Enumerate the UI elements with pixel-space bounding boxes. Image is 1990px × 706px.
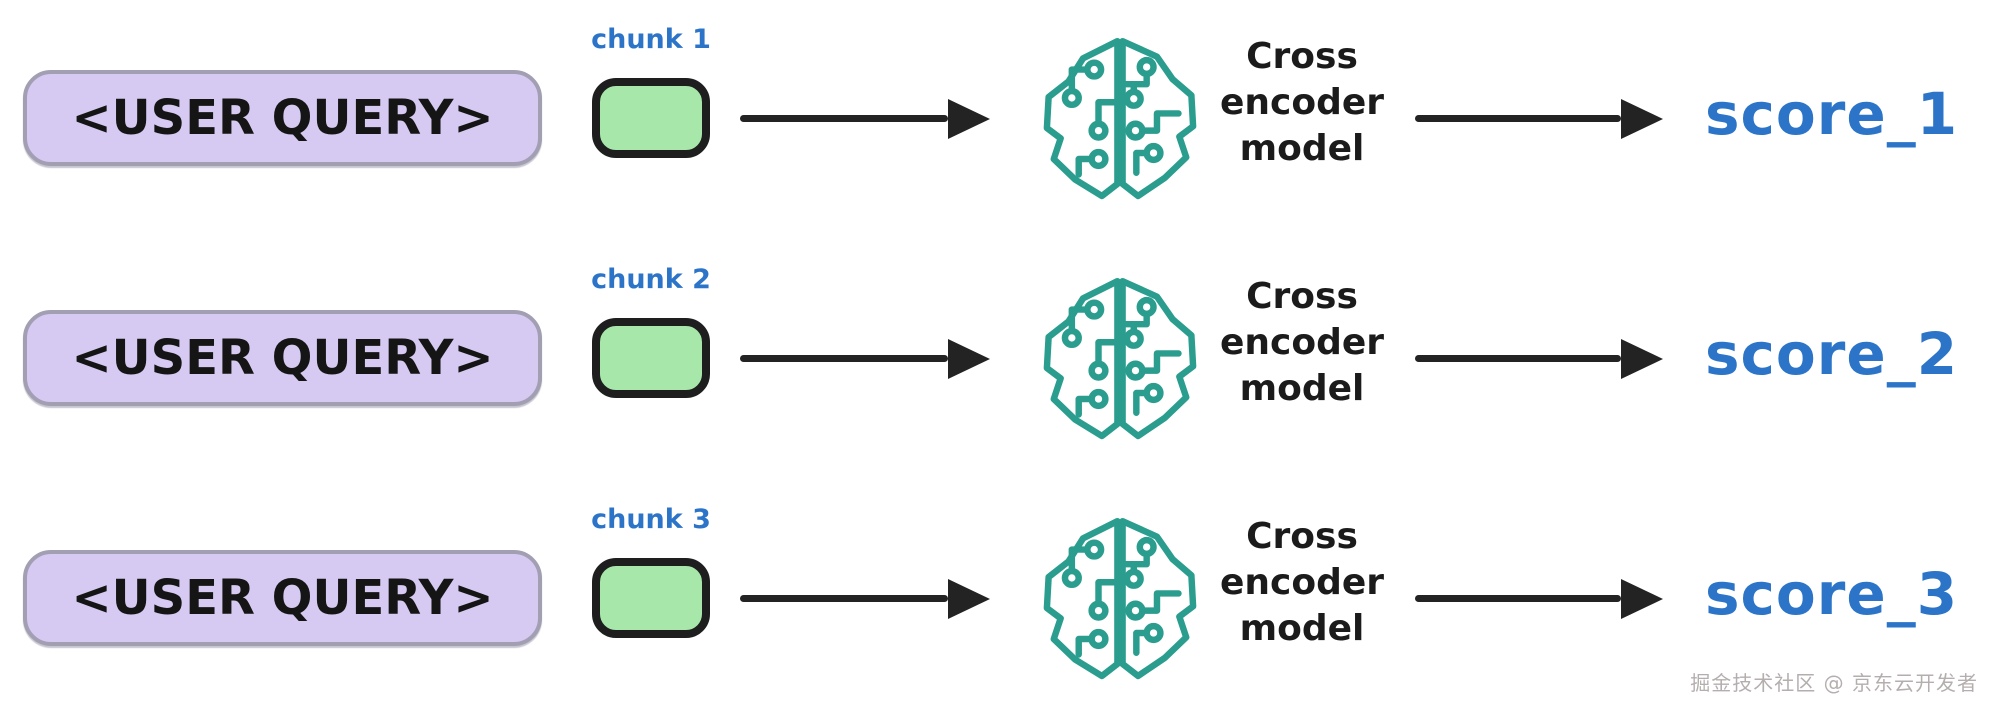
arrow-shaft [740,355,948,362]
arrow-shaft [1415,595,1621,602]
flow-arrow-icon [740,98,990,139]
chunk-box [592,558,710,638]
flow-arrow-icon [1415,578,1663,619]
model-label-line: model [1239,128,1365,169]
user-query-label: <USER QUERY> [71,90,494,146]
arrow-head-icon [948,578,990,619]
arrow-head-icon [1621,98,1663,139]
model-label-line: Cross [1246,516,1358,557]
arrow-head-icon [1621,578,1663,619]
chunk-box [592,318,710,398]
chunk-label: chunk 2 [591,264,711,295]
flow-arrow-icon [740,578,990,619]
arrow-shaft [740,595,948,602]
arrow-shaft [740,115,948,122]
cross-encoder-model-label: Cross encoder model [1172,34,1432,172]
model-label-line: model [1239,608,1365,649]
user-query-box: <USER QUERY> [23,310,542,406]
arrow-head-icon [948,98,990,139]
flow-arrow-icon [740,338,990,379]
chunk-box [592,78,710,158]
arrow-head-icon [1621,338,1663,379]
watermark-text: 掘金技术社区 @ 京东云开发者 [1690,671,1978,695]
model-label-line: Cross [1246,36,1358,77]
flow-arrow-icon [1415,98,1663,139]
flow-row-1: <USER QUERY> chunk 1 Cross encoder model… [0,0,1990,226]
model-label-line: Cross [1246,276,1358,317]
arrow-shaft [1415,355,1621,362]
user-query-label: <USER QUERY> [71,570,494,626]
flow-arrow-icon [1415,338,1663,379]
model-label-line: model [1239,368,1365,409]
flow-row-3: <USER QUERY> chunk 3 Cross encoder model… [0,480,1990,706]
model-label-line: encoder [1219,562,1385,603]
score-label: score_2 [1705,320,1959,388]
cross-encoder-model-label: Cross encoder model [1172,514,1432,652]
cross-encoder-model-label: Cross encoder model [1172,274,1432,412]
model-label-line: encoder [1219,322,1385,363]
chunk-label: chunk 1 [591,24,711,55]
arrow-shaft [1415,115,1621,122]
score-label: score_1 [1705,80,1959,148]
chunk-label: chunk 3 [591,504,711,535]
arrow-head-icon [948,338,990,379]
score-label: score_3 [1705,560,1959,628]
user-query-box: <USER QUERY> [23,70,542,166]
flow-row-2: <USER QUERY> chunk 2 Cross encoder model… [0,240,1990,466]
model-label-line: encoder [1219,82,1385,123]
user-query-label: <USER QUERY> [71,330,494,386]
user-query-box: <USER QUERY> [23,550,542,646]
